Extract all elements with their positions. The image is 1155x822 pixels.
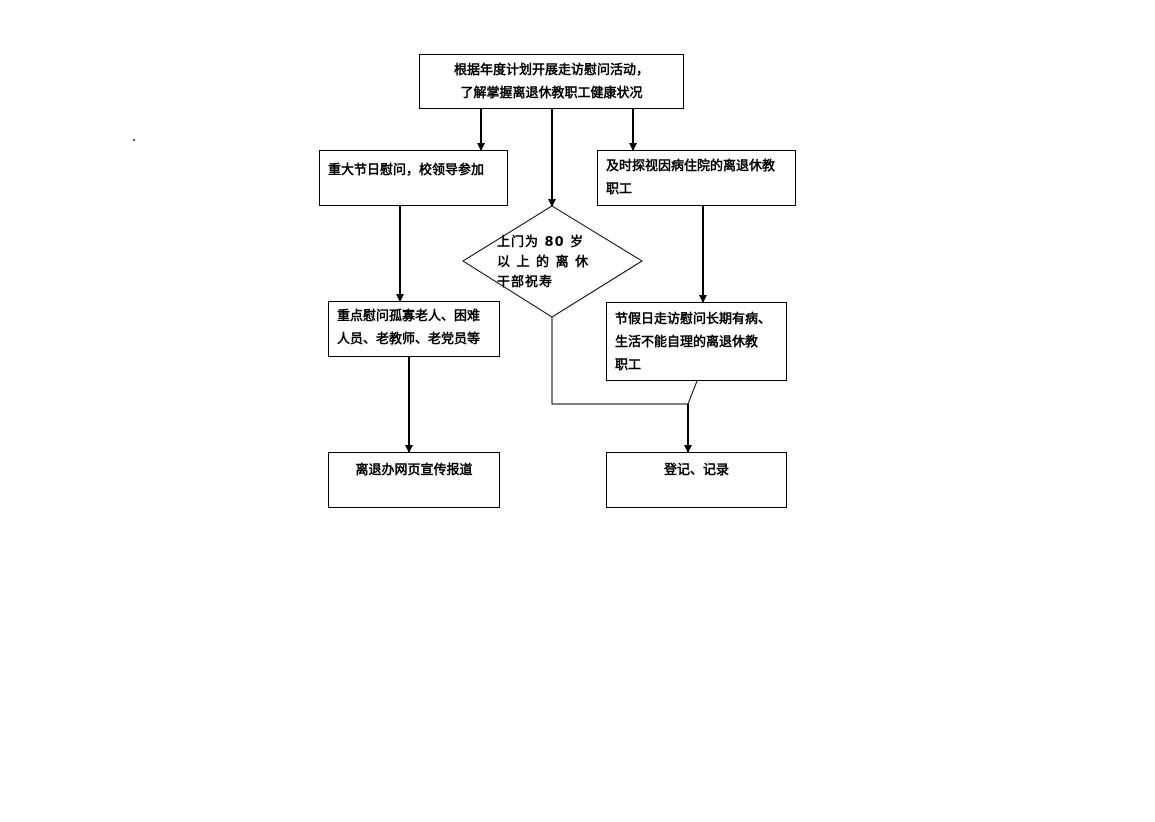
node-text-line: 及时探视因病住院的离退休教 bbox=[606, 159, 776, 174]
node-long-term-ill-visit: 节假日走访慰问长期有病、 生活不能自理的离退休教 职工 bbox=[606, 302, 787, 381]
node-text-line: 职工 bbox=[606, 182, 633, 197]
node-key-visit-groups: 重点慰问孤寡老人、困难 人员、老教师、老党员等 bbox=[328, 301, 500, 357]
decision-text-line: 干部祝寿 bbox=[497, 275, 554, 290]
node-web-publicity: 离退办网页宣传报道 bbox=[328, 452, 500, 508]
node-text-line: 了解掌握离退休教职工健康状况 bbox=[460, 86, 643, 101]
node-text-line: 职工 bbox=[615, 358, 642, 373]
node-text-line: 登记、记录 bbox=[663, 463, 729, 478]
node-text-line: 重大节日慰问，校领导参加 bbox=[328, 163, 485, 178]
node-text-line: 离退办网页宣传报道 bbox=[355, 463, 473, 478]
node-text-line: 重点慰问孤寡老人、困难 bbox=[337, 309, 481, 324]
node-hospital-visit: 及时探视因病住院的离退休教 职工 bbox=[597, 150, 796, 206]
node-text-line: 生活不能自理的离退休教 bbox=[615, 335, 759, 350]
node-annual-visit-plan: 根据年度计划开展走访慰问活动， 了解掌握离退休教职工健康状况 bbox=[419, 54, 684, 109]
decision-birthday-visit-text: 上门为 80 岁 以 上 的 离 休 干部祝寿 bbox=[497, 233, 609, 293]
node-text-line: 节假日走访慰问长期有病、 bbox=[615, 312, 772, 327]
stray-dot bbox=[133, 139, 135, 141]
connector-right2-to-merge bbox=[687, 380, 698, 405]
node-holiday-visit-leaders: 重大节日慰问，校领导参加 bbox=[319, 150, 508, 206]
node-registration-record: 登记、记录 bbox=[606, 452, 787, 508]
node-text-line: 根据年度计划开展走访慰问活动， bbox=[453, 63, 649, 78]
connector-decision-to-merge bbox=[551, 317, 688, 405]
decision-text-line: 上门为 80 岁 bbox=[497, 235, 585, 250]
node-text-line: 人员、老教师、老党员等 bbox=[337, 332, 481, 347]
decision-text-line: 以 上 的 离 休 bbox=[497, 255, 590, 270]
